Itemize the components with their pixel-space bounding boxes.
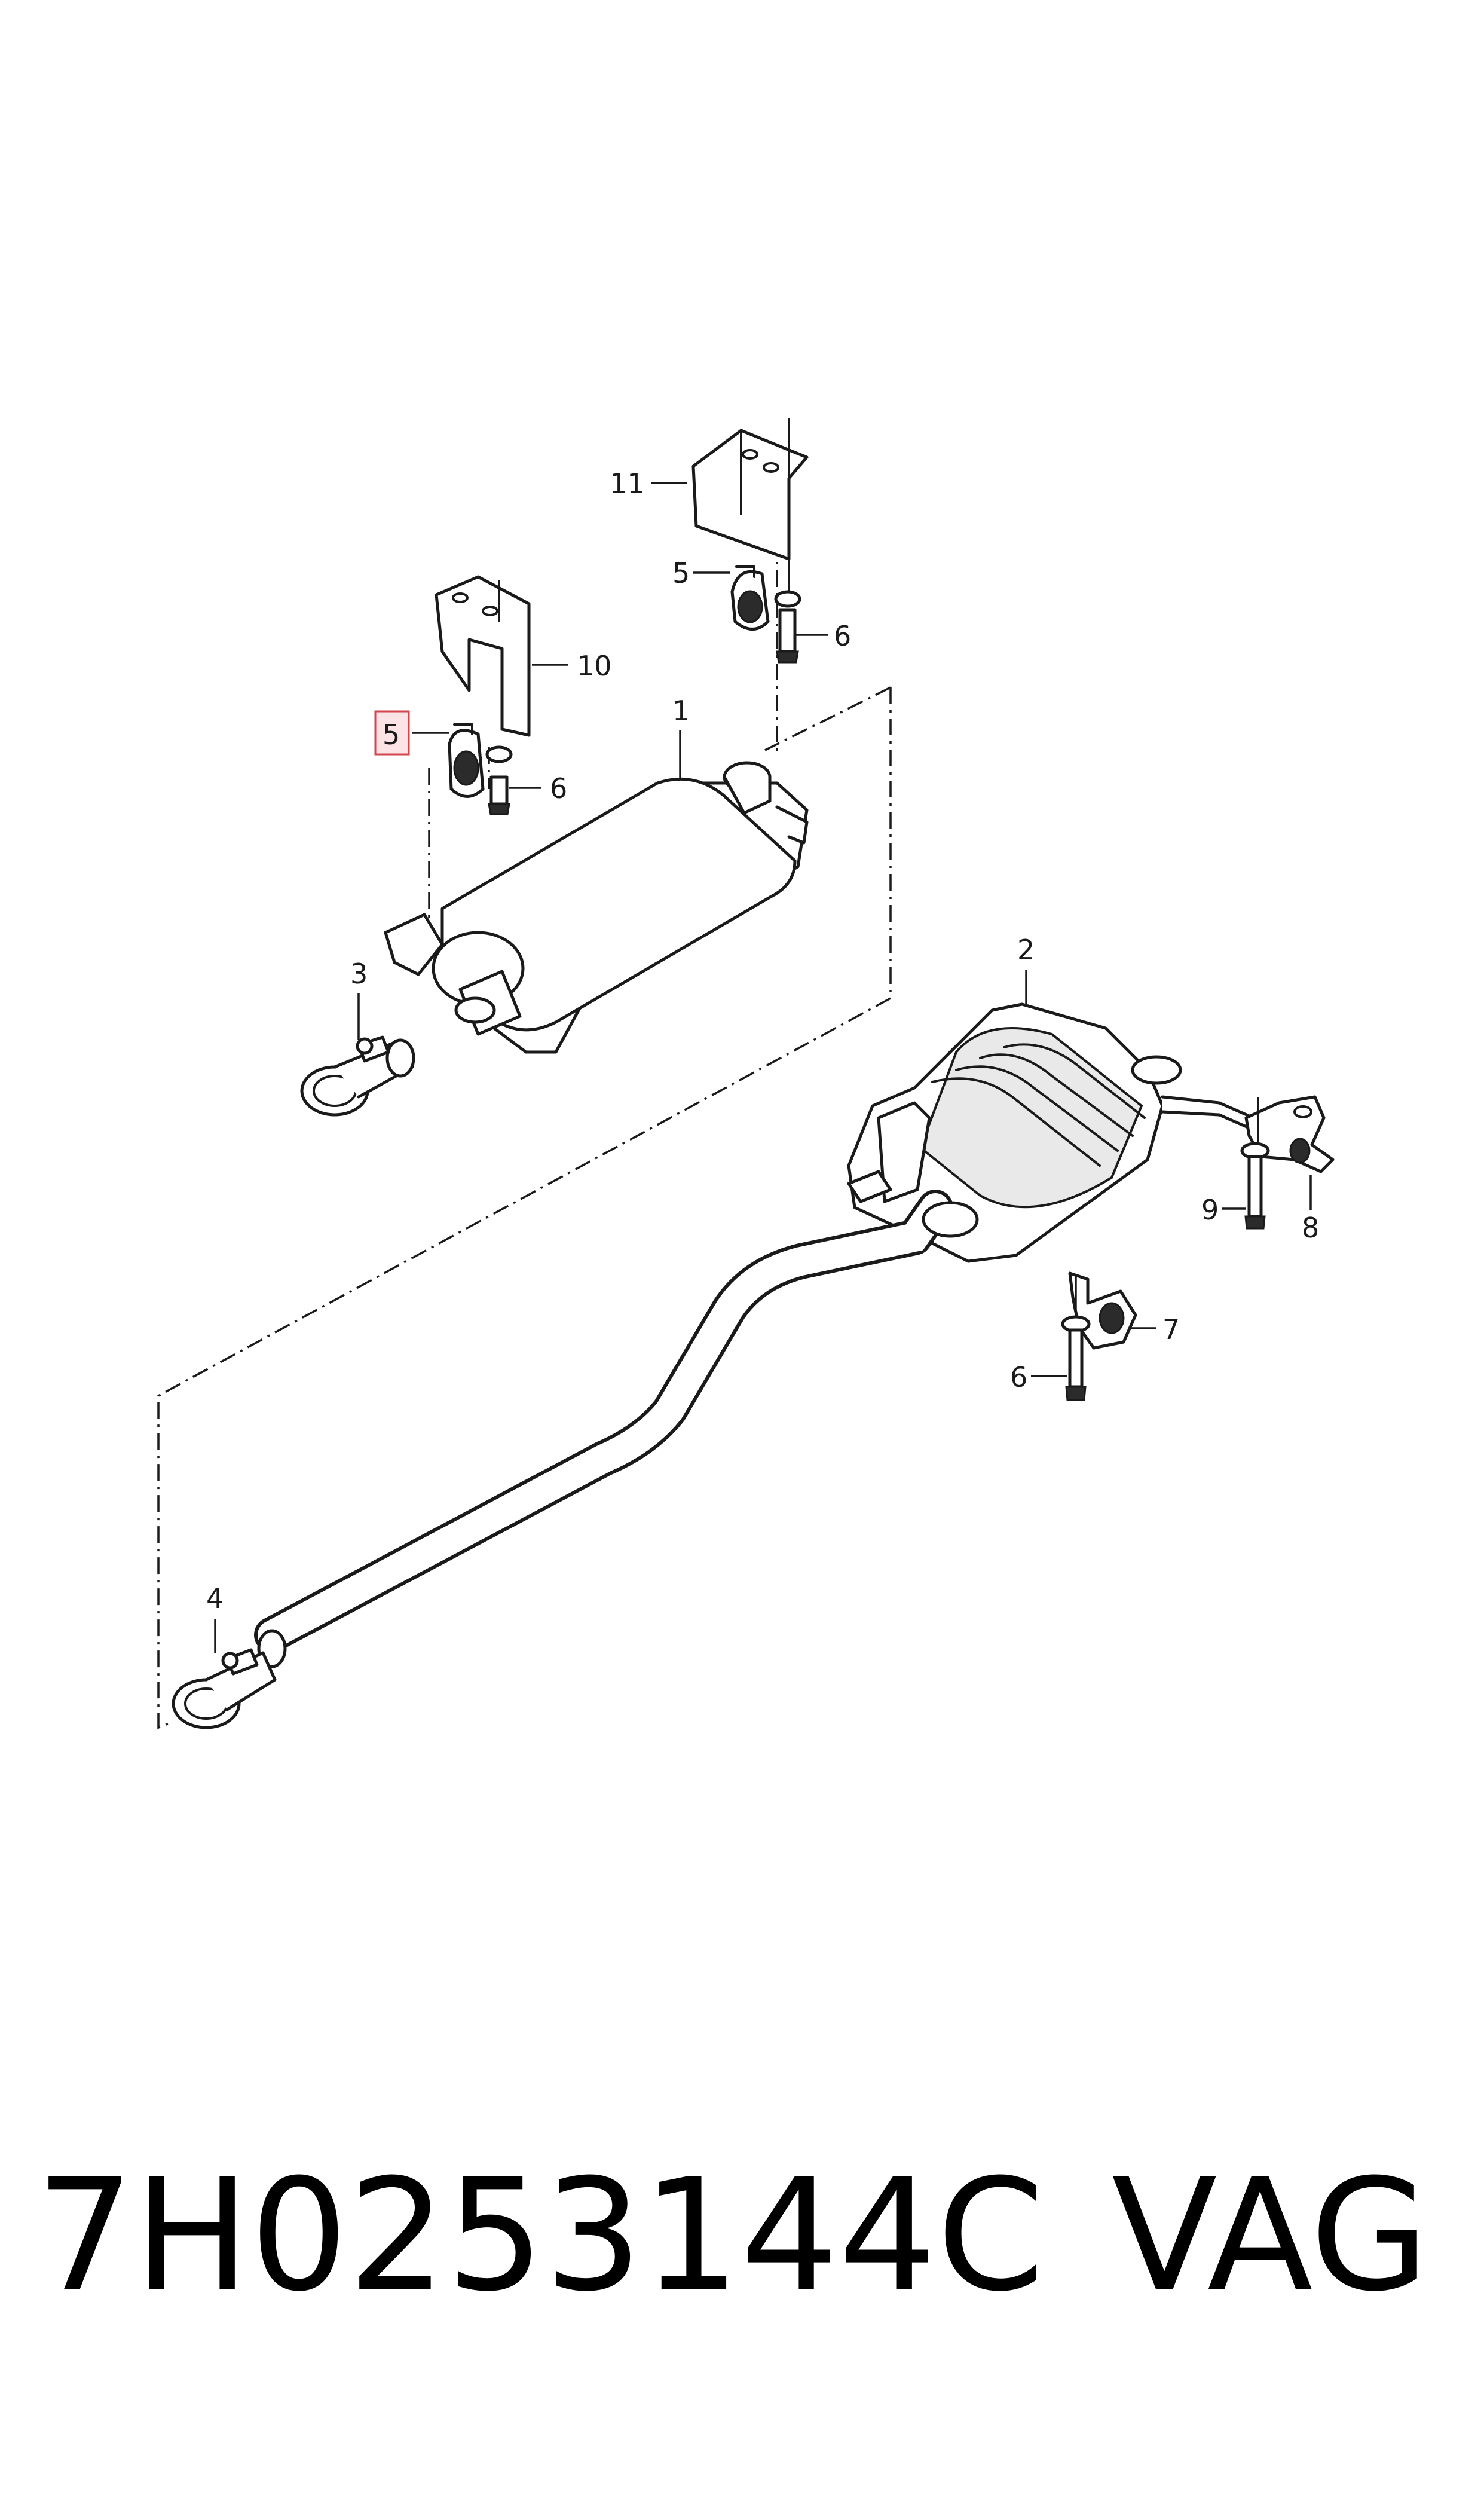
callout-5-highlight bbox=[374, 710, 410, 756]
front-silencer-part-1 bbox=[384, 761, 809, 1054]
callout-10: 10 bbox=[577, 650, 612, 682]
intermediate-pipe bbox=[254, 1190, 979, 1668]
caption: 7H0253144C VAG bbox=[36, 2146, 1458, 2325]
callouts: 11 5 6 10 5 6 1 3 2 9 8 7 6 4 bbox=[206, 467, 1319, 1653]
callout-11: 11 bbox=[610, 467, 645, 500]
part-number: 7H0253144C bbox=[36, 2146, 1045, 2325]
callout-6-upper: 6 bbox=[834, 620, 851, 652]
callout-2: 2 bbox=[1017, 934, 1035, 966]
clamp-part-4 bbox=[172, 1648, 277, 1729]
callout-9: 9 bbox=[1201, 1194, 1219, 1226]
clamp-part-3 bbox=[300, 1035, 415, 1117]
callout-5-upper: 5 bbox=[672, 557, 690, 589]
rubber-mount-part-5-upper bbox=[730, 565, 801, 664]
callout-6-rear: 6 bbox=[1010, 1361, 1027, 1393]
bolt-part-6-rear bbox=[1061, 1315, 1091, 1401]
callout-8: 8 bbox=[1302, 1212, 1319, 1244]
bracket-part-11 bbox=[691, 418, 809, 592]
callout-5-lower[interactable]: 5 bbox=[383, 719, 400, 751]
callout-4: 4 bbox=[206, 1582, 224, 1615]
callout-1: 1 bbox=[672, 695, 690, 727]
bolt-part-9 bbox=[1240, 1142, 1270, 1230]
callout-7: 7 bbox=[1162, 1313, 1180, 1346]
rubber-mount-part-5-lower bbox=[448, 723, 513, 815]
bracket-part-10 bbox=[435, 575, 531, 737]
brand-label: VAG bbox=[1112, 2146, 1430, 2325]
callout-6-lower: 6 bbox=[550, 772, 567, 805]
callout-3: 3 bbox=[350, 958, 368, 990]
